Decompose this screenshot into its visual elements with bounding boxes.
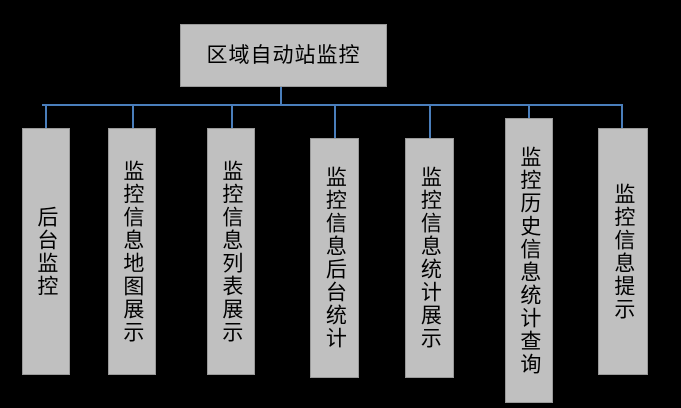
node-child-5-label: 监控信息统计展示 — [418, 166, 443, 350]
connector-drop-7 — [621, 104, 623, 129]
connector-root-stem — [280, 87, 282, 106]
node-child-7[interactable]: 监控信息提示 — [598, 128, 648, 375]
node-child-2-label: 监控信息地图展示 — [120, 159, 145, 344]
node-child-3[interactable]: 监控信息列表展示 — [207, 128, 255, 375]
connector-drop-2 — [132, 104, 134, 129]
node-child-1[interactable]: 后台监控 — [22, 128, 70, 375]
connector-drop-1 — [45, 104, 47, 129]
node-root-label: 区域自动站监控 — [206, 42, 361, 67]
node-child-4-label: 监控信息后台统计 — [323, 166, 348, 350]
node-child-7-label: 监控信息提示 — [611, 182, 636, 321]
node-child-2[interactable]: 监控信息地图展示 — [108, 128, 156, 375]
node-child-6[interactable]: 监控历史信息统计查询 — [505, 118, 553, 403]
connector-drop-3 — [231, 104, 233, 129]
node-child-3-label: 监控信息列表展示 — [219, 159, 244, 344]
connector-drop-5 — [429, 104, 431, 139]
connector-drop-4 — [334, 104, 336, 139]
connector-horizontal-bus — [42, 104, 623, 106]
connector-drop-6 — [528, 104, 530, 118]
node-child-1-label: 后台监控 — [34, 205, 59, 298]
node-child-6-label: 监控历史信息统计查询 — [517, 145, 542, 376]
node-child-5[interactable]: 监控信息统计展示 — [405, 138, 454, 378]
node-root[interactable]: 区域自动站监控 — [180, 24, 387, 87]
node-child-4[interactable]: 监控信息后台统计 — [310, 138, 359, 378]
